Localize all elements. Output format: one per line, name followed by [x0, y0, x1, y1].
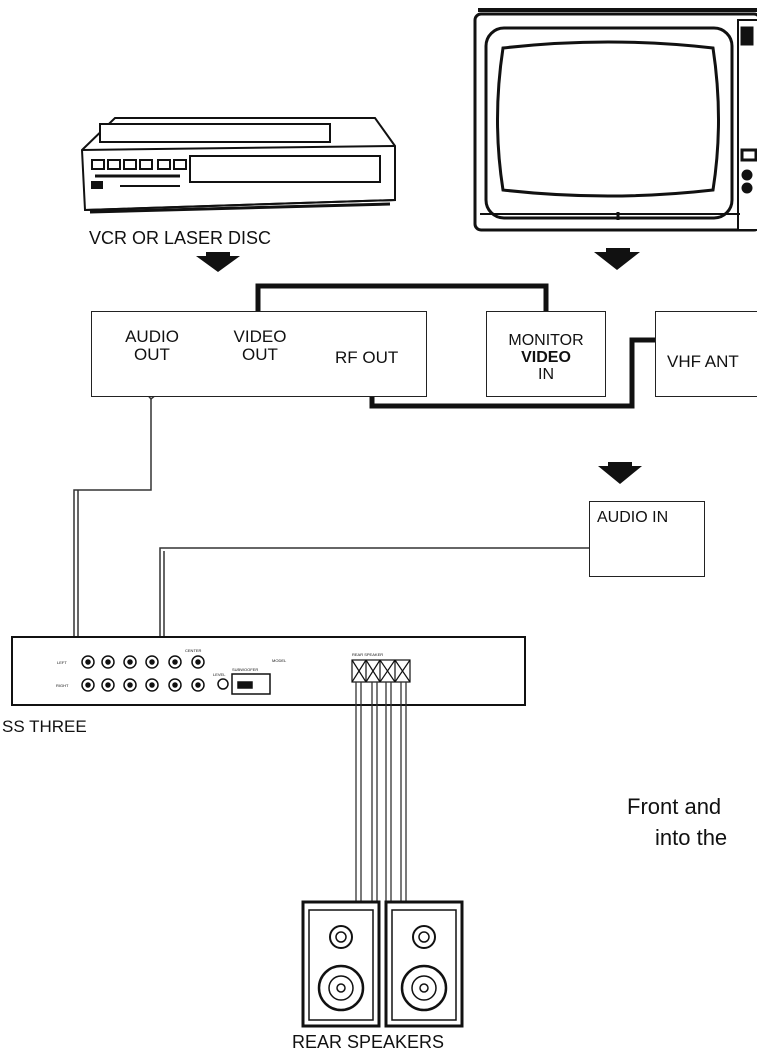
arrow-down-icon — [598, 462, 642, 484]
vhf-ant-panel — [655, 311, 757, 397]
speaker-wires — [355, 682, 407, 905]
vcr-device-icon — [80, 117, 396, 214]
svg-text:SUBWOOFER: SUBWOOFER — [232, 667, 258, 672]
rf-out-label: RF OUT — [335, 348, 399, 367]
vcr-label: VCR OR LASER DISC — [89, 228, 272, 248]
video-out-label-line1: VIDEO — [233, 327, 287, 346]
processor-label: SS THREE — [2, 717, 87, 736]
vhf-ant-label: VHF ANT — [667, 352, 739, 371]
video-out-label: VIDEO OUT — [220, 328, 300, 364]
audio-in-panel — [589, 501, 705, 577]
audio-out-label-line2: OUT — [134, 345, 170, 364]
side-text-line2: into the — [655, 825, 728, 850]
svg-text:RIGHT: RIGHT — [56, 683, 69, 688]
monitor-input-panel — [486, 311, 606, 397]
monitor-label-line3: IN — [538, 366, 554, 383]
audio-in-label: AUDIO IN — [597, 509, 669, 526]
audio-out-label: AUDIO OUT — [112, 328, 192, 364]
monitor-label-line2: VIDEO — [521, 349, 571, 366]
monitor-label-line1: MONITOR — [508, 332, 584, 349]
right-speaker-icon — [384, 900, 464, 1028]
svg-text:LEFT: LEFT — [57, 660, 67, 665]
video-out-label-line2: OUT — [242, 345, 278, 364]
svg-text:REAR SPEAKER: REAR SPEAKER — [352, 652, 383, 657]
processor-small-text: LEFT RIGHT CENTER SUBWOOFER LEVEL REAR S… — [56, 648, 383, 688]
rear-speakers-label: REAR SPEAKERS — [292, 1032, 445, 1052]
svg-text:MODEL: MODEL — [272, 658, 287, 663]
tv-monitor-icon — [473, 8, 757, 232]
processor-back-panel — [11, 636, 526, 706]
arrow-down-icon — [196, 252, 240, 272]
side-text-line1: Front and — [627, 794, 722, 819]
monitor-video-in-label: MONITOR VIDEO IN — [486, 332, 606, 383]
svg-text:LEVEL: LEVEL — [213, 672, 226, 677]
source-output-panel — [91, 311, 427, 397]
audio-out-label-line1: AUDIO — [125, 327, 179, 346]
left-speaker-icon — [301, 900, 381, 1028]
arrow-down-icon — [594, 248, 640, 270]
svg-text:CENTER: CENTER — [185, 648, 202, 653]
